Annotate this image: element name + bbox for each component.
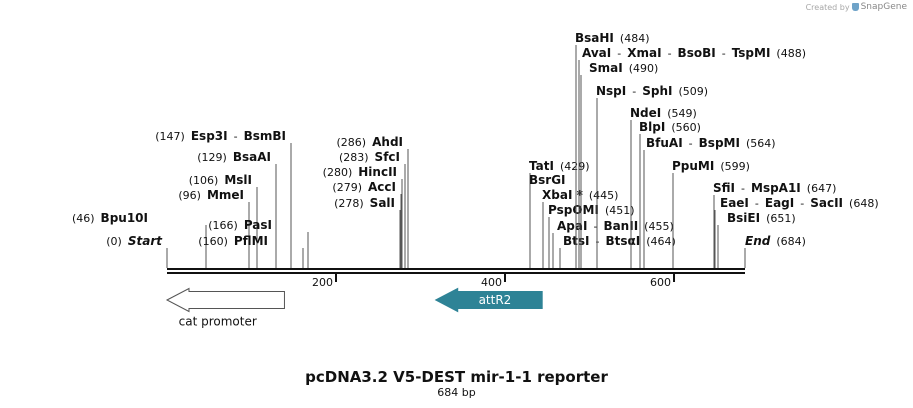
site-position-label: (279) [332, 181, 362, 194]
site-position-label: (283) [339, 151, 369, 164]
enzyme-name-label: EagI [765, 196, 794, 210]
snapgene-logo-icon [851, 3, 859, 11]
site-position-label: (599) [720, 160, 750, 173]
site-position-label: (484) [620, 32, 650, 45]
site-position-label: (278) [334, 197, 364, 210]
site-position-label: (429) [560, 160, 590, 173]
site-position-label: (46) [72, 212, 95, 225]
site-position-label: (488) [776, 47, 806, 60]
site-position-label: - [593, 220, 597, 233]
enzyme-name-label: BsiEI [727, 211, 760, 225]
site-position-label: (451) [605, 204, 635, 217]
enzyme-name-label: PspOMI [548, 203, 599, 217]
site-position-label: (166) [208, 219, 238, 232]
ruler-tick-label: 600 [650, 276, 671, 289]
enzyme-name-label: Bpu10I [101, 211, 148, 225]
attr2-feature-label: attR2 [479, 293, 512, 307]
enzyme-name-label: SacII [810, 196, 843, 210]
enzyme-name-label: BsmBI [244, 129, 286, 143]
site-position-label: - [632, 85, 636, 98]
site-position-label: (549) [667, 107, 697, 120]
enzyme-name-label: BsoBI [678, 46, 716, 60]
enzyme-name-label: AvaI [582, 46, 611, 60]
site-position-label: (490) [629, 62, 659, 75]
enzyme-name-label: BfuAI [646, 136, 683, 150]
site-position-label: - [741, 182, 745, 195]
site-position-label: - [234, 130, 238, 143]
site-position-label: (684) [776, 235, 806, 248]
enzyme-name-label: MslI [224, 173, 252, 187]
site-position-label: (648) [849, 197, 879, 210]
enzyme-name-label: SphI [642, 84, 672, 98]
enzyme-name-label: Start [128, 234, 163, 248]
enzyme-name-label: MmeI [207, 188, 244, 202]
credit-prefix: Created by [805, 2, 850, 12]
enzyme-name-label: XmaI [627, 46, 661, 60]
ruler-tick-label: 400 [481, 276, 502, 289]
enzyme-name-label: EaeI [720, 196, 749, 210]
enzyme-name-label: BsaHI [575, 31, 614, 45]
site-position-label: - [668, 47, 672, 60]
enzyme-name-label: BlpI [639, 120, 665, 134]
site-position-label: (455) [644, 220, 674, 233]
enzyme-name-label: TspMI [732, 46, 771, 60]
enzyme-name-label: BspMI [699, 136, 740, 150]
enzyme-name-label: MspA1I [751, 181, 801, 195]
site-position-label: (464) [646, 235, 676, 248]
enzyme-name-label: PpuMI [672, 159, 714, 173]
site-position-label: - [689, 137, 693, 150]
enzyme-name-label: AhdI [372, 135, 403, 149]
site-position-label: (651) [766, 212, 796, 225]
ruler-tick-label: 200 [312, 276, 333, 289]
enzyme-name-label: PflMI [234, 234, 268, 248]
site-position-label: - [800, 197, 804, 210]
enzyme-name-label: BtsαI [605, 234, 640, 248]
enzyme-name-label: SalI [370, 196, 395, 210]
enzyme-name-label: BanII [603, 219, 638, 233]
snapgene-credit: Created by SnapGene [806, 2, 907, 12]
site-position-label: - [722, 47, 726, 60]
site-position-label: (564) [746, 137, 776, 150]
plasmid-length: 684 bp [437, 386, 476, 399]
site-position-label: - [617, 47, 621, 60]
enzyme-name-label: BsaAI [233, 150, 271, 164]
attr2-feature-arrow [434, 287, 543, 313]
site-position-label: (560) [671, 121, 701, 134]
cat-promoter-feature-label: cat promoter [179, 315, 257, 329]
enzyme-name-label: SfiI [713, 181, 735, 195]
site-position-label: (96) [178, 189, 201, 202]
enzyme-name-label: BsrGI [529, 173, 566, 187]
site-position-label: (647) [807, 182, 837, 195]
site-position-label: - [755, 197, 759, 210]
enzyme-name-label: SfcI [375, 150, 400, 164]
site-position-label: (147) [155, 130, 185, 143]
enzyme-name-label: AccI [368, 180, 396, 194]
enzyme-name-label: NspI [596, 84, 626, 98]
cat-promoter-feature-arrow [165, 287, 285, 313]
site-position-label: (129) [197, 151, 227, 164]
enzyme-name-label: End [745, 234, 771, 248]
site-position-label: (160) [198, 235, 228, 248]
site-position-label: (280) [323, 166, 353, 179]
enzyme-name-label: SmaI [589, 61, 623, 75]
credit-brand: SnapGene [860, 2, 907, 12]
enzyme-name-label: XbaI * [542, 188, 584, 202]
enzyme-name-label: ApaI [557, 219, 587, 233]
site-position-label: (445) [589, 189, 619, 202]
site-position-label: (286) [337, 136, 367, 149]
site-position-label: (509) [678, 85, 708, 98]
plasmid-name: pcDNA3.2 V5-DEST mir-1-1 reporter [305, 368, 608, 386]
site-position-label: (0) [106, 235, 122, 248]
enzyme-name-label: HincII [358, 165, 397, 179]
enzyme-name-label: PasI [244, 218, 272, 232]
site-position-label: (106) [189, 174, 219, 187]
enzyme-name-label: NdeI [630, 106, 661, 120]
enzyme-name-label: TatI [529, 159, 554, 173]
enzyme-name-label: Esp3I [191, 129, 228, 143]
